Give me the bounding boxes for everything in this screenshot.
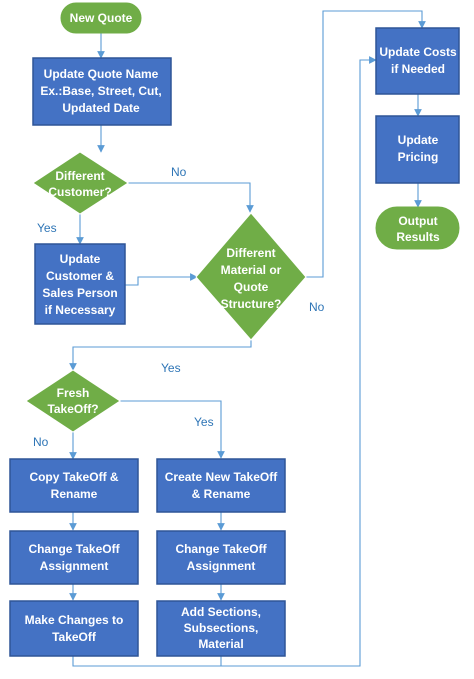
node-different-customer-text-1: Different — [55, 169, 104, 183]
node-different-material-text-3: Quote — [234, 280, 269, 294]
node-update-quote-name-text-2: Ex.:Base, Street, Cut, — [40, 84, 161, 98]
node-update-quote-name-text-3: Updated Date — [62, 101, 140, 115]
node-update-costs-text-1: Update Costs — [379, 45, 457, 59]
node-fresh-takeoff-text-1: Fresh — [57, 386, 90, 400]
node-create-takeoff-text-1: Create New TakeOff — [165, 470, 278, 484]
node-copy-takeoff: Copy TakeOff & Rename — [9, 458, 139, 513]
label-material-yes: Yes — [161, 361, 181, 375]
node-different-customer: Different Customer? — [32, 151, 129, 215]
node-new-quote-text: New Quote — [70, 11, 133, 25]
node-update-quote-name-text-1: Update Quote Name — [44, 67, 159, 81]
node-new-quote: New Quote — [60, 2, 142, 34]
connectors — [69, 10, 426, 667]
node-update-costs: Update Costs if Needed — [375, 27, 460, 95]
node-add-sections-text-3: Material — [198, 637, 243, 651]
label-fresh-yes: Yes — [194, 415, 214, 429]
node-fresh-takeoff-text-2: TakeOff? — [47, 402, 98, 416]
node-copy-takeoff-text-1: Copy TakeOff & — [29, 470, 118, 484]
node-update-customer-text-3: Sales Person — [42, 286, 117, 300]
node-change-assignment-left-text-2: Assignment — [40, 559, 109, 573]
edge-labels: No Yes No Yes No Yes — [33, 165, 325, 449]
node-update-costs-text-2: if Needed — [391, 62, 445, 76]
connector-customer-update-to-material — [125, 273, 198, 286]
node-create-takeoff-text-2: & Rename — [192, 487, 251, 501]
node-output-results: Output Results — [375, 206, 460, 250]
node-add-sections-text-1: Add Sections, — [181, 605, 261, 619]
node-change-assignment-left-text-1: Change TakeOff — [28, 542, 120, 556]
node-change-assignment-right: Change TakeOff Assignment — [156, 530, 286, 585]
node-different-material-text-1: Different — [226, 246, 275, 260]
node-update-pricing-text-2: Pricing — [398, 150, 439, 164]
node-change-assignment-right-text-2: Assignment — [187, 559, 256, 573]
node-make-changes-text-1: Make Changes to — [25, 613, 124, 627]
node-change-assignment-right-text-1: Change TakeOff — [175, 542, 267, 556]
connector-material-yes — [69, 338, 252, 371]
label-customer-yes: Yes — [37, 221, 57, 235]
label-material-no: No — [309, 300, 325, 314]
node-make-changes: Make Changes to TakeOff — [9, 600, 139, 657]
node-add-sections-text-2: Subsections, — [184, 621, 259, 635]
node-update-customer-text-4: if Necessary — [45, 303, 116, 317]
node-change-assignment-left: Change TakeOff Assignment — [9, 530, 139, 585]
node-different-material-text-2: Material or — [221, 263, 282, 277]
node-create-takeoff: Create New TakeOff & Rename — [156, 458, 286, 513]
node-different-material: Different Material or Quote Structure? — [195, 212, 307, 341]
node-copy-takeoff-text-2: Rename — [51, 487, 98, 501]
connector-bottom-merge-to-costs — [72, 56, 377, 667]
node-update-customer-text-2: Customer & — [46, 269, 114, 283]
node-add-sections: Add Sections, Subsections, Material — [156, 600, 286, 657]
node-different-material-text-4: Structure? — [221, 297, 282, 311]
node-make-changes-text-2: TakeOff — [52, 630, 97, 644]
connector-customer-no — [128, 182, 254, 213]
node-update-customer: Update Customer & Sales Person if Necess… — [34, 243, 126, 325]
node-update-quote-name: Update Quote Name Ex.:Base, Street, Cut,… — [32, 57, 172, 126]
node-update-pricing: Update Pricing — [375, 115, 460, 184]
node-different-customer-text-2: Customer? — [48, 185, 111, 199]
node-update-pricing-text-1: Update — [398, 133, 439, 147]
connector-material-no — [304, 10, 426, 278]
connector-fresh-yes — [119, 400, 225, 459]
node-output-results-text-2: Results — [396, 230, 440, 244]
label-customer-no: No — [171, 165, 187, 179]
node-update-customer-text-1: Update — [60, 252, 101, 266]
node-fresh-takeoff: Fresh TakeOff? — [25, 369, 121, 433]
node-output-results-text-1: Output — [398, 214, 437, 228]
label-fresh-no: No — [33, 435, 49, 449]
